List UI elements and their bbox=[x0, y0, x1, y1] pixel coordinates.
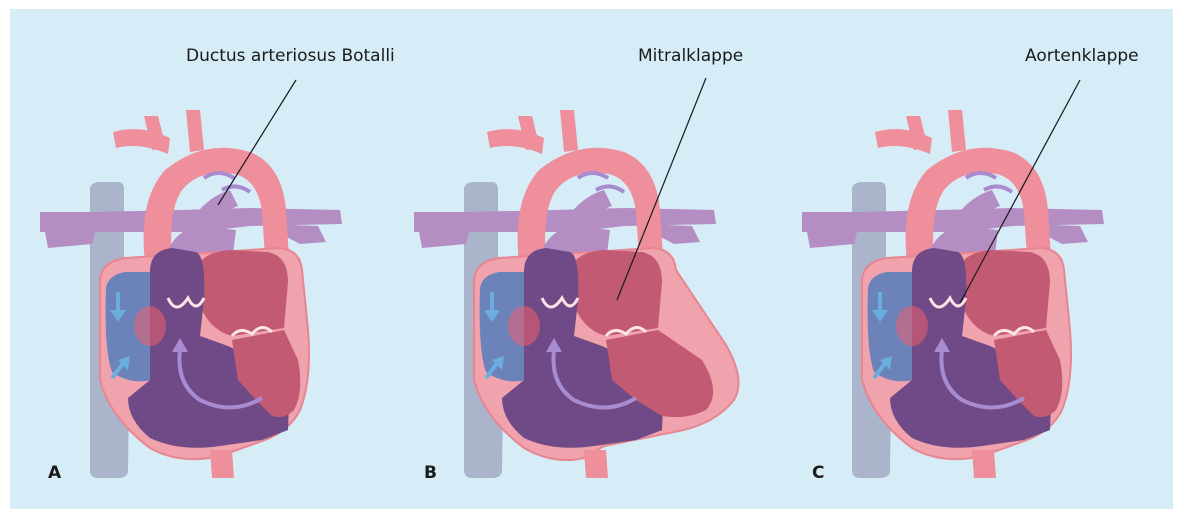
label-aortenklappe: Aortenklappe bbox=[1025, 46, 1139, 66]
subclavian-artery bbox=[948, 110, 966, 152]
descending-aorta bbox=[972, 450, 996, 478]
heart-group bbox=[802, 110, 1104, 478]
foramen-ovale bbox=[896, 306, 928, 346]
arch-flow-arrow bbox=[966, 173, 996, 178]
figure-letter-c: C bbox=[812, 463, 824, 483]
pulmonary-branch-left bbox=[807, 232, 857, 248]
arch-flow-arrow-2 bbox=[984, 186, 1012, 192]
